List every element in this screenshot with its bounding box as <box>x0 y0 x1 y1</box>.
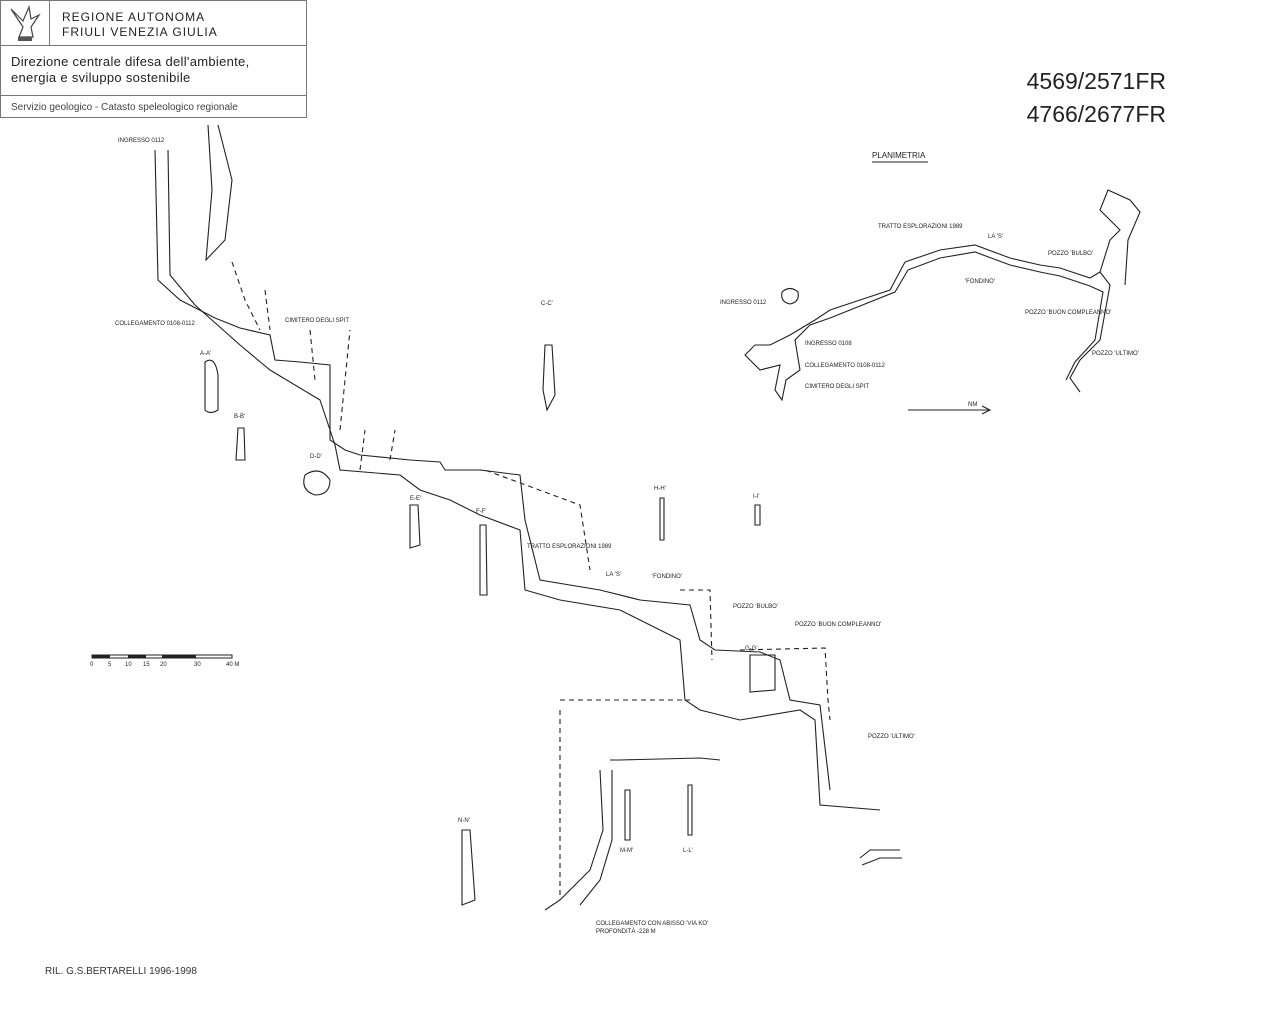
plan-label-tratto: Tratto esplorazioni 1989 <box>878 224 963 230</box>
plan-label-collegamento: Collegamento 0108-0112 <box>805 363 885 369</box>
cave-code-2: 4766/2677FR <box>1026 101 1166 127</box>
profile-shaft-upper <box>205 124 233 262</box>
section-label-i: I-I' <box>753 494 759 500</box>
plan-entrance-blob <box>781 287 799 305</box>
profile-branch-lower <box>544 757 721 911</box>
section-l-l <box>687 784 693 836</box>
plan-label-pozzo-ultimo: Pozzo 'Ultimo' <box>1092 351 1139 357</box>
profile-label-ingresso: Ingresso 0112 <box>118 138 165 144</box>
section-f-f <box>479 524 488 596</box>
plan-view <box>744 161 1141 415</box>
section-d-d <box>303 470 331 496</box>
directorate-line2: energia e sviluppo sostenibile <box>11 70 191 85</box>
north-label: Nm <box>968 402 977 408</box>
section-e-e <box>409 504 421 549</box>
section-i-i <box>754 504 761 526</box>
plan-title: Planimetria <box>872 151 926 160</box>
profile-end-passage <box>859 849 902 866</box>
profile-label-cimitero: Cimitero degli spit <box>285 318 349 324</box>
institution-header: REGIONE AUTONOMA FRIULI VENEZIA GIULIA D… <box>0 0 307 118</box>
org-name-line2: FRIULI VENEZIA GIULIA <box>62 25 218 39</box>
plan-label-fondino: 'Fondino' <box>965 279 995 285</box>
profile-label-collegamento: Collegamento 0108-0112 <box>115 321 195 327</box>
scale-tick: 20 <box>160 662 167 668</box>
org-name-line1: REGIONE AUTONOMA <box>62 10 206 24</box>
north-arrow <box>908 405 992 415</box>
plan-label-ingresso-0112: Ingresso 0112 <box>720 300 767 306</box>
plan-label-pozzo-buon: Pozzo 'Buon compleanno' <box>1025 310 1111 316</box>
section-g-g <box>749 654 776 693</box>
plan-label-pozzo-bulbo: Pozzo 'Bulbo' <box>1048 251 1093 257</box>
plan-label-cimitero: Cimitero degli spit <box>805 384 869 390</box>
profile-label-pozzo-ultimo: Pozzo 'Ultimo' <box>868 734 915 740</box>
section-label-a: A-A' <box>200 351 211 357</box>
scale-bar: 0 5 10 15 20 30 40 m <box>90 654 239 668</box>
profile-labels: Ingresso 0112 Collegamento 0108-0112 Cim… <box>115 138 915 935</box>
profile-label-fondino: 'Fondino' <box>652 574 682 580</box>
section-label-n: N-N' <box>458 818 470 824</box>
plan-labels: Planimetria Nm Ingresso 0112 Ingresso 01… <box>720 151 1139 408</box>
directorate-line1: Direzione centrale difesa dell'ambiente, <box>11 54 250 69</box>
profile-dashed-galleries <box>231 261 831 900</box>
section-b-b <box>235 427 246 461</box>
section-label-l: L-L' <box>683 848 693 854</box>
plan-label-la-s: La 'S' <box>988 234 1003 240</box>
plan-outline-inner <box>907 251 1104 381</box>
section-label-d: D-D' <box>310 454 322 460</box>
section-c-c <box>542 344 556 412</box>
scale-tick: 15 <box>143 662 150 668</box>
section-label-c: C-C' <box>541 301 553 307</box>
plan-outline-main <box>904 244 1111 393</box>
section-label-h: H-H' <box>654 486 666 492</box>
plan-outline-upper <box>1099 189 1141 286</box>
profile-wall-upper <box>154 149 831 791</box>
cave-code-1: 4569/2571FR <box>1026 68 1166 94</box>
section-h-h <box>659 497 665 541</box>
section-a-a <box>204 359 219 414</box>
section-label-f: F-F' <box>476 509 486 515</box>
profile-view <box>154 124 902 911</box>
section-label-b: B-B' <box>234 414 245 420</box>
plan-label-ingresso-0108: Ingresso 0108 <box>805 341 852 347</box>
section-label-g: G-G' <box>745 646 757 652</box>
scale-tick: 0 <box>90 662 94 668</box>
survey-credit: RIL. G.S.BERTARELLI 1996-1998 <box>45 966 197 977</box>
profile-label-profondita: Profondità -228 m <box>596 928 656 935</box>
scale-tick: 10 <box>125 662 132 668</box>
profile-label-pozzo-buon: Pozzo 'Buon compleanno' <box>795 622 881 628</box>
profile-label-la-s: La 'S' <box>606 572 621 578</box>
scale-tick: 30 <box>194 662 201 668</box>
profile-label-pozzo-bulbo: Pozzo 'Bulbo' <box>733 604 778 610</box>
eagle-logo-icon <box>1 1 50 45</box>
profile-label-collegamento-via: Collegamento con abisso 'Via Ko' <box>596 921 708 927</box>
section-label-e: E-E' <box>410 496 421 502</box>
service-name: Servizio geologico - Catasto speleologic… <box>11 102 238 113</box>
scale-tick: 5 <box>108 662 112 668</box>
section-m-m <box>624 789 631 841</box>
profile-wall-lower <box>167 149 881 811</box>
plan-outline-west <box>744 261 909 402</box>
profile-label-tratto: Tratto esplorazioni 1989 <box>527 544 612 550</box>
section-label-m: M-M' <box>620 848 633 854</box>
scale-tick: 40 m <box>226 662 239 668</box>
section-n-n <box>461 829 476 906</box>
